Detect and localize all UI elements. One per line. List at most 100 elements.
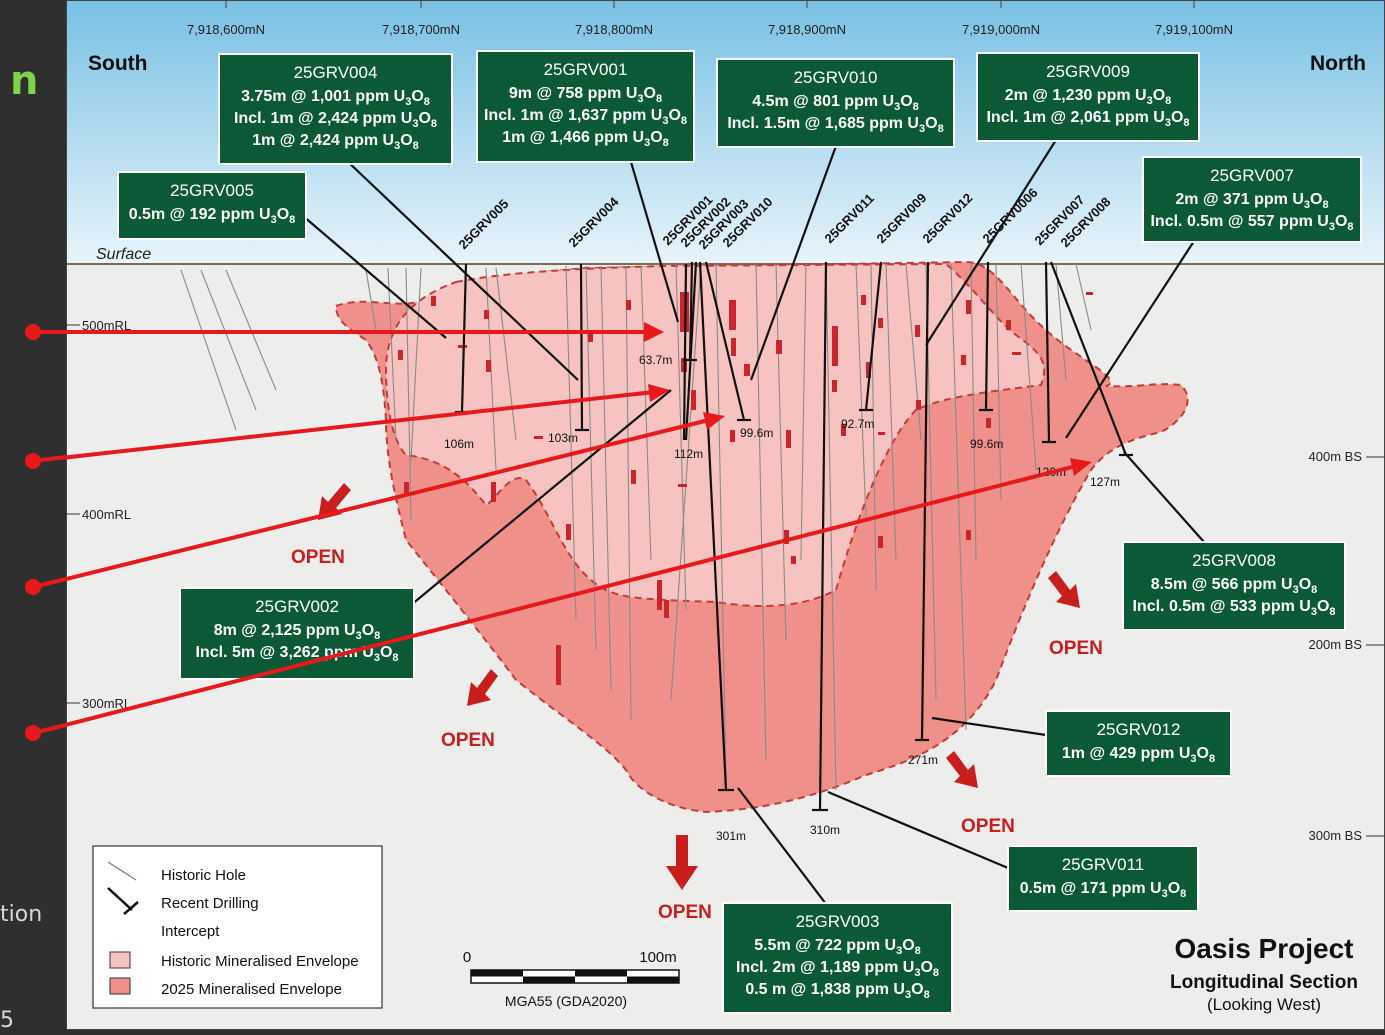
callout-line: 1m @ 2,424 ppm U3O8 (252, 132, 419, 152)
callout-line: Incl. 2m @ 1,189 ppm U3O8 (736, 959, 939, 979)
highlight-arrow (33, 464, 1077, 735)
open-label: OPEN (658, 902, 712, 923)
callout-line: 1m @ 429 ppm U3O8 (1062, 745, 1215, 765)
callout-line: Incl. 0.5m @ 533 ppm U3O8 (1132, 598, 1335, 618)
depth-label: 106m (444, 437, 474, 451)
rl-axis: 500mRL 400mRL 300mRL (66, 318, 131, 711)
northing-label: 7,918,900mN (768, 22, 846, 37)
highlight-dots (25, 324, 67, 741)
open-arrow (318, 483, 351, 520)
direction-south: South (88, 52, 147, 75)
callout-line: 8m @ 2,125 ppm U3O8 (214, 622, 381, 642)
open-labels: OPEN OPEN OPEN OPEN OPEN (291, 547, 1103, 923)
callout-line: 8.5m @ 566 ppm U3O8 (1151, 576, 1318, 596)
highlight-arrow (33, 418, 710, 589)
northing-label: 7,919,000mN (962, 22, 1040, 37)
depth-label: 301m (716, 829, 746, 843)
callout-25grv011: 25GRV011 0.5m @ 171 ppm U3O8 (1007, 845, 1199, 912)
callout-25grv012: 25GRV012 1m @ 429 ppm U3O8 (1045, 710, 1232, 777)
northing-label: 7,918,800mN (575, 22, 653, 37)
open-label: OPEN (441, 730, 495, 751)
scale-start: 0 (463, 949, 471, 966)
open-arrow (666, 835, 698, 890)
rl-label: 500mRL (82, 318, 131, 333)
callout-title: 25GRV002 (255, 597, 339, 616)
surface-label: Surface (96, 246, 151, 263)
legend-label: Recent Drilling (161, 895, 259, 912)
callout-title: 25GRV001 (544, 60, 628, 79)
longitudinal-section-figure: 7,918,600mN 7,918,700mN 7,918,800mN 7,91… (33, 0, 1385, 1030)
open-arrow (946, 751, 978, 788)
historic-envelope (384, 262, 1046, 607)
project-subtitle: Longitudinal Section (1170, 972, 1358, 993)
callout-title: 25GRV003 (796, 912, 880, 931)
section-svg: 7,918,600mN 7,918,700mN 7,918,800mN 7,91… (33, 0, 1385, 1030)
depth-label: 63.7m (639, 353, 672, 367)
legend-label: Historic Hole (161, 867, 246, 884)
open-arrow (1048, 571, 1080, 608)
depth-label: 310m (810, 823, 840, 837)
project-note: (Looking West) (1207, 995, 1321, 1014)
historic-holes (180, 263, 1092, 791)
callout-line: Incl. 1m @ 2,061 ppm U3O8 (986, 109, 1189, 129)
legend-historic-swatch (109, 951, 131, 969)
open-label: OPEN (291, 547, 345, 568)
legend-historic-hole-symbol (107, 861, 137, 881)
callout-title: 25GRV012 (1097, 720, 1181, 739)
callout-line: Incl. 1m @ 2,424 ppm U3O8 (234, 110, 437, 130)
callout-line: 9m @ 758 ppm U3O8 (509, 85, 662, 105)
bs-label: 300m BS (1309, 828, 1363, 843)
callout-line: 2m @ 371 ppm U3O8 (1175, 191, 1328, 211)
depth-label: 92.7m (841, 417, 874, 431)
callout-title: 25GRV010 (794, 68, 878, 87)
callout-line: Incl. 1m @ 1,637 ppm U3O8 (484, 107, 687, 127)
callout-line: 0.5 m @ 1,838 ppm U3O8 (745, 981, 929, 1001)
scale-datum: MGA55 (GDA2020) (505, 993, 627, 1009)
callout-title: 25GRV009 (1046, 62, 1130, 81)
callout-title: 25GRV011 (1062, 855, 1145, 874)
left-panel-text-fragment-2: 5 (0, 1008, 14, 1033)
open-arrows (318, 483, 1080, 890)
callout-line: 2m @ 1,230 ppm U3O8 (1005, 87, 1172, 107)
legend-label: Intercept (161, 923, 220, 940)
left-panel-title-fragment: n (10, 58, 39, 104)
callout-line: 3.75m @ 1,001 ppm U3O8 (241, 88, 430, 108)
callout-title: 25GRV004 (294, 63, 378, 82)
bs-label: 400m BS (1309, 449, 1363, 464)
callout-title: 25GRV008 (1192, 551, 1276, 570)
project-title-block: Oasis Project Longitudinal Section (Look… (1170, 933, 1358, 1014)
bs-label: 200m BS (1309, 637, 1363, 652)
callout-title: 25GRV005 (170, 181, 254, 200)
depth-label: 127m (1090, 475, 1120, 489)
scale-bar: 0 100m MGA55 (GDA2020) (463, 949, 680, 1009)
highlight-arrows (33, 322, 1092, 735)
open-label: OPEN (961, 816, 1015, 837)
northing-label: 7,918,600mN (187, 22, 265, 37)
legend-2025-swatch (109, 977, 131, 995)
depth-label: 103m (548, 431, 578, 445)
callout-line: 0.5m @ 171 ppm U3O8 (1020, 880, 1187, 900)
open-label: OPEN (1049, 638, 1103, 659)
left-panel: n tion 5 (0, 0, 66, 1033)
legend-label: 2025 Mineralised Envelope (161, 981, 342, 998)
bs-axis: 400m BS 200m BS 300m BS (1309, 449, 1385, 843)
callout-line: Incl. 1.5m @ 1,685 ppm U3O8 (727, 115, 943, 135)
depth-label: 271m (908, 753, 938, 767)
rl-label: 400mRL (82, 507, 131, 522)
callout-line: 4.5m @ 801 ppm U3O8 (752, 93, 919, 113)
legend-label: Historic Mineralised Envelope (161, 953, 359, 970)
legend: Historic Hole Recent Drilling Intercept … (92, 845, 383, 1009)
callout-leaders (295, 139, 1205, 905)
northing-label: 7,919,100mN (1155, 22, 1233, 37)
northing-label: 7,918,700mN (382, 22, 460, 37)
highlight-arrow (33, 390, 655, 463)
legend-recent-drilling-symbol (107, 887, 133, 911)
open-arrow (467, 669, 498, 706)
